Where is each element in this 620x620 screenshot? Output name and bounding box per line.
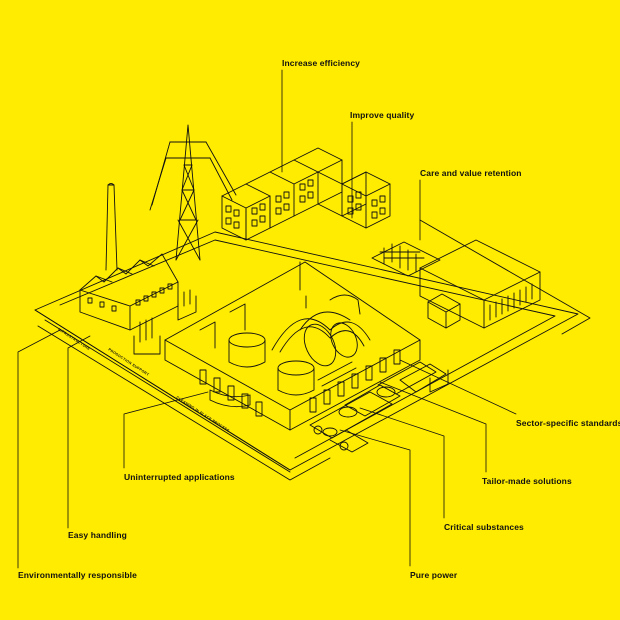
label-increase-efficiency: Increase efficiency [282, 58, 360, 68]
leader-environmentally [17, 329, 61, 569]
tanker-trucks [309, 361, 449, 453]
leader-pure-power [339, 429, 411, 567]
callout-leaders [17, 69, 517, 569]
office-windows [225, 179, 386, 229]
office-blocks [221, 147, 391, 241]
strip-label-cleaning-in-place: CLEANING IN PLACE PROCESS [175, 395, 230, 433]
label-environmentally-responsible: Environmentally responsible [18, 570, 137, 580]
leader-uninterrupted [123, 391, 209, 469]
label-pure-power: Pure power [410, 570, 458, 580]
process-equipment [209, 294, 371, 408]
transformer-yard [371, 241, 441, 277]
factory-hall [79, 253, 179, 331]
strip-labels: INFRASTRUCTURE PRODUCTION SUPPORT CLEANI… [57, 327, 230, 433]
label-tailor-made-solutions: Tailor-made solutions [482, 476, 572, 486]
label-care-and-value-retention: Care and value retention [420, 168, 522, 178]
leader-easy-handling [67, 335, 91, 529]
leader-tailor-made [379, 381, 487, 473]
road-strip [37, 219, 591, 481]
warehouse [419, 239, 541, 329]
label-critical-substances: Critical substances [444, 522, 524, 532]
processing-hall [164, 261, 421, 431]
power-pylon [149, 124, 237, 261]
utility-tanks [133, 289, 197, 355]
hall-panels [199, 349, 401, 417]
label-uninterrupted-applications: Uninterrupted applications [124, 472, 235, 482]
factory-windows [87, 283, 173, 312]
label-improve-quality: Improve quality [350, 110, 415, 120]
leader-sector-specific [399, 359, 517, 415]
label-easy-handling: Easy handling [68, 530, 127, 540]
chimney [105, 183, 118, 271]
label-sector-specific-standards: Sector-specific standards [516, 418, 620, 428]
leader-critical-substances [359, 407, 445, 519]
